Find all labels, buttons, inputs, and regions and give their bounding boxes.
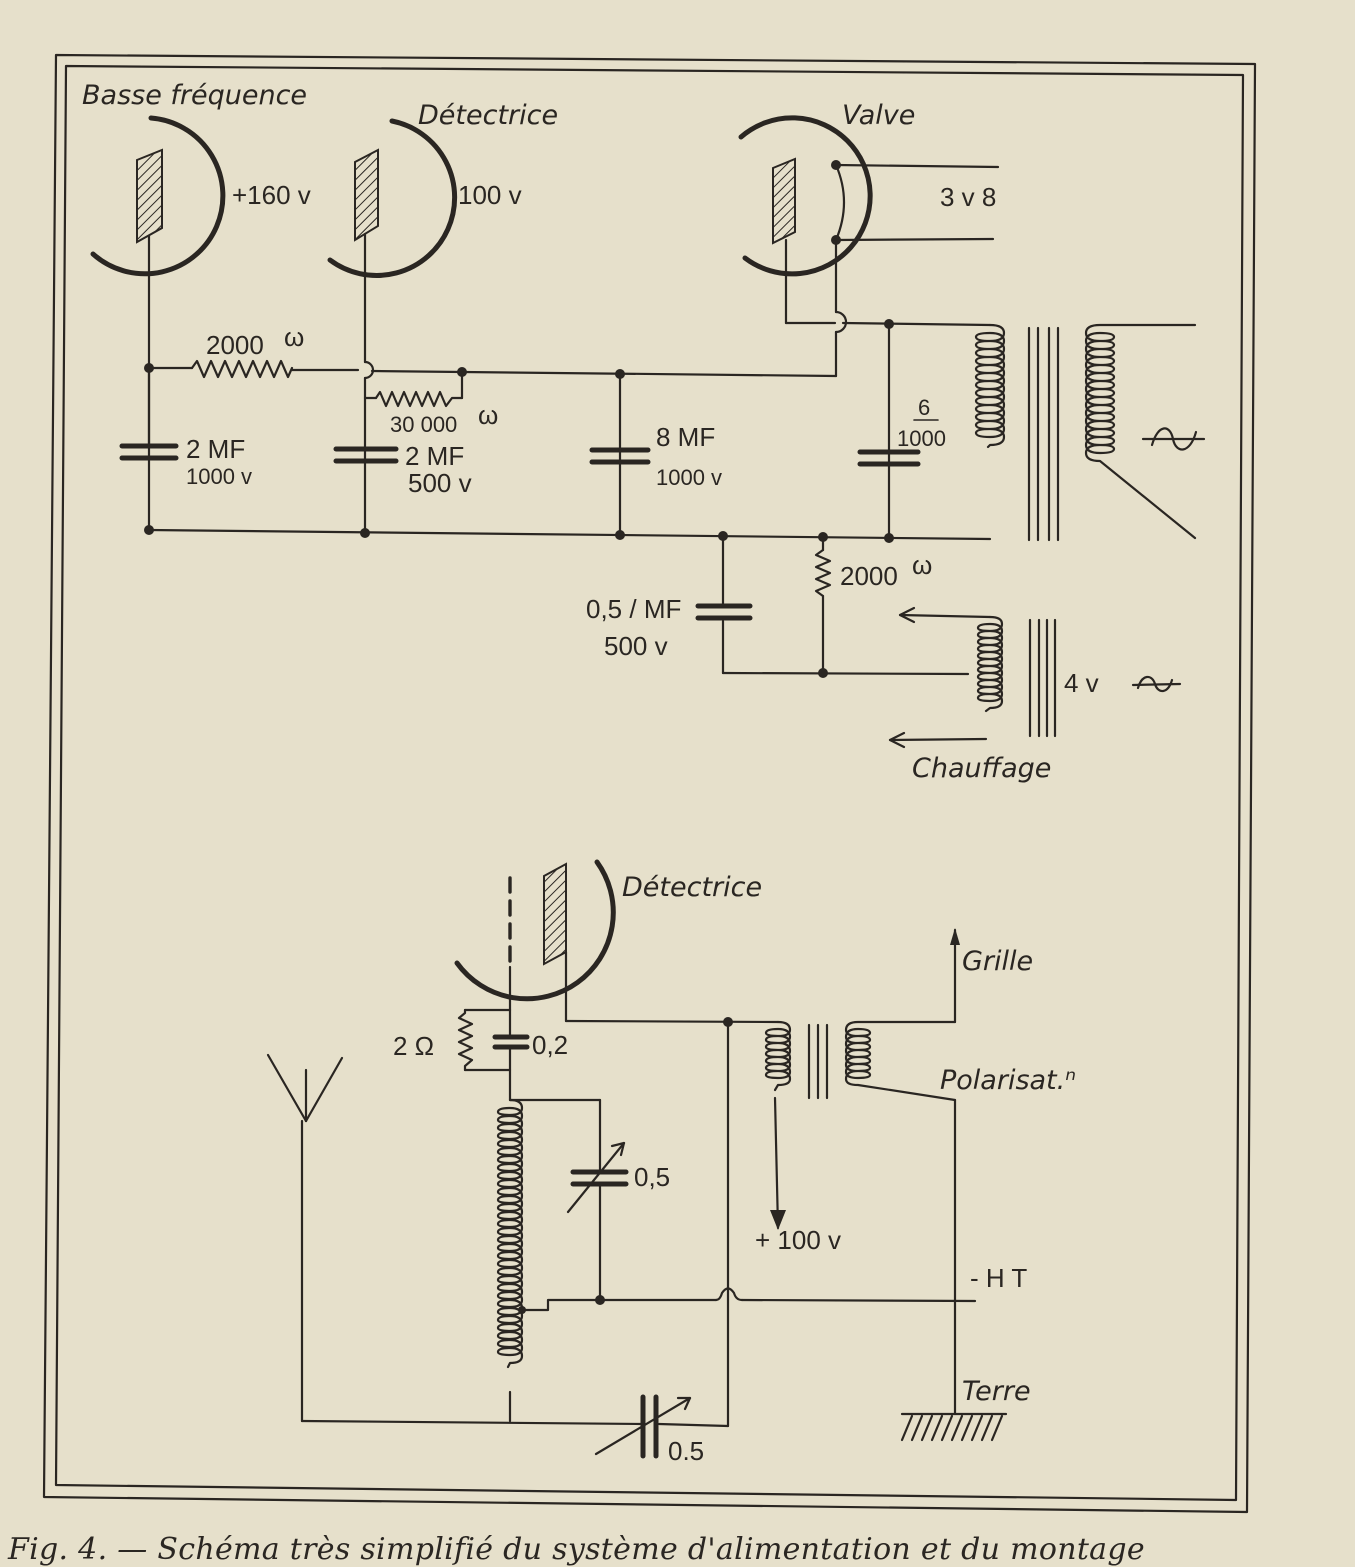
tube-detectrice-upper bbox=[327, 118, 458, 537]
plate-icon bbox=[354, 148, 379, 242]
label-plus-100v: + 100 v bbox=[755, 1225, 841, 1255]
label-160v: +160 v bbox=[232, 180, 311, 210]
ac-mains-icon bbox=[1141, 427, 1206, 451]
tube-valve bbox=[738, 115, 1000, 378]
capacitor-c5-icon bbox=[695, 603, 753, 621]
resistor-30000-icon bbox=[374, 390, 464, 408]
label-c5-voltage: 500 v bbox=[604, 631, 668, 661]
label-terre: Terre bbox=[962, 1376, 1031, 1407]
label-polarisation: Polarisat.ⁿ bbox=[940, 1065, 1076, 1096]
filament-icon bbox=[834, 163, 846, 242]
tuning-coil-icon bbox=[496, 1098, 602, 1423]
resistor-2000b-icon bbox=[814, 548, 832, 598]
plate-icon bbox=[136, 148, 163, 244]
label-grid-leak-resistor: 2 Ω bbox=[393, 1031, 434, 1061]
label-r1-unit: ω bbox=[284, 322, 304, 352]
plate-icon bbox=[543, 862, 567, 966]
label-r3-unit: ω bbox=[912, 550, 932, 580]
tube-envelope-icon bbox=[327, 118, 458, 278]
label-3v8: 3 v 8 bbox=[940, 182, 996, 212]
capacitor-c3-icon bbox=[589, 447, 651, 465]
label-grid-capacitor: 0,2 bbox=[532, 1030, 568, 1060]
label-detectrice-lower: Détectrice bbox=[622, 872, 762, 903]
label-detectrice-upper: Détectrice bbox=[418, 100, 558, 131]
power-transformer-icon bbox=[974, 323, 1197, 542]
capacitor-c2-icon bbox=[333, 446, 399, 464]
label-r2-value: 30 000 bbox=[390, 412, 457, 437]
label-100v: 100 v bbox=[458, 180, 522, 210]
tube-envelope-icon bbox=[454, 859, 616, 1002]
label-tuning-capacitor: 0,5 bbox=[634, 1162, 670, 1192]
label-c3-value: 8 MF bbox=[656, 422, 715, 452]
label-c1-voltage: 1000 v bbox=[186, 464, 252, 489]
antenna-icon bbox=[266, 1053, 344, 1123]
antenna-variable-capacitor-icon bbox=[594, 1394, 692, 1459]
label-r1-value: 2000 bbox=[206, 330, 264, 360]
variable-capacitor-icon bbox=[566, 1141, 629, 1214]
label-grille: Grille bbox=[962, 946, 1033, 977]
label-c2-value: 2 MF bbox=[405, 441, 464, 471]
resistor-2000-icon bbox=[190, 359, 294, 379]
label-r3-value: 2000 bbox=[840, 561, 898, 591]
ac-heater-icon bbox=[1131, 675, 1182, 693]
label-heater-voltage: 4 v bbox=[1064, 668, 1099, 698]
earth-ground-icon bbox=[900, 1412, 1008, 1442]
label-chauffage: Chauffage bbox=[912, 753, 1051, 784]
label-c3-voltage: 1000 v bbox=[656, 465, 722, 490]
label-r2-unit: ω bbox=[478, 400, 498, 430]
label-c4-numerator: 6 bbox=[918, 395, 930, 420]
tube-envelope-icon bbox=[738, 115, 873, 277]
label-c4-denominator: 1000 bbox=[897, 426, 946, 451]
figure-caption: Fig. 4. — Schéma très simplifié du systè… bbox=[8, 1532, 1145, 1567]
plate-icon bbox=[772, 157, 796, 245]
grid-leak-resistor-icon bbox=[457, 1008, 474, 1072]
label-c5-value: 0,5 / MF bbox=[586, 594, 681, 624]
tube-detectrice-lower bbox=[454, 859, 780, 1027]
label-c2-voltage: 500 v bbox=[408, 468, 472, 498]
grid-capacitor-icon bbox=[492, 1034, 530, 1050]
label-c1-value: 2 MF bbox=[186, 434, 245, 464]
label-antenna-capacitor: 0.5 bbox=[668, 1436, 704, 1466]
label-valve: Valve bbox=[842, 100, 915, 131]
audio-transformer-icon bbox=[764, 928, 960, 1415]
label-basse-frequence: Basse fréquence bbox=[82, 80, 307, 111]
heater-transformer-icon bbox=[888, 606, 1057, 749]
capacitor-c4-icon bbox=[857, 449, 921, 467]
tube-envelope-icon bbox=[90, 115, 226, 277]
inner-frame bbox=[54, 64, 1245, 1502]
outer-frame bbox=[42, 53, 1257, 1514]
label-minus-ht: - H T bbox=[970, 1263, 1027, 1293]
